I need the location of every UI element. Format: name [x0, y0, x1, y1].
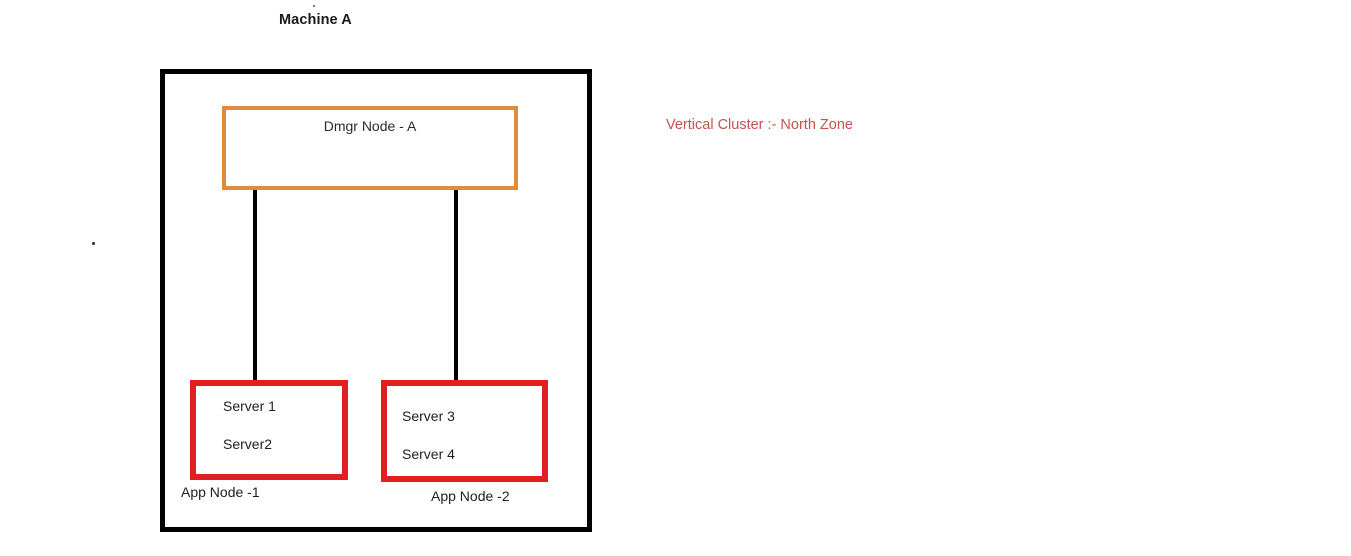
server-label: Server 4 [402, 446, 455, 462]
connector-line-dmgr-to-app-node-1 [253, 190, 257, 382]
ink-speck-icon [92, 242, 95, 245]
dmgr-node-box: Dmgr Node - A [222, 106, 518, 190]
app-node-2-caption: App Node -2 [431, 488, 510, 504]
connector-line-dmgr-to-app-node-2 [454, 190, 458, 382]
server-label: Server2 [223, 436, 273, 452]
app-node-1-box: Server 1 Server2 [190, 380, 348, 480]
vertical-cluster-annotation: Vertical Cluster :- North Zone [666, 117, 853, 133]
page-title: Machine A [279, 12, 352, 28]
app-node-2-box: Server 3 Server 4 [381, 380, 548, 482]
ink-speck-icon [313, 5, 315, 7]
server-label: Server 3 [402, 408, 455, 424]
dmgr-node-label: Dmgr Node - A [323, 118, 417, 134]
server-label: Server 1 [223, 398, 276, 414]
app-node-1-caption: App Node -1 [181, 484, 260, 500]
